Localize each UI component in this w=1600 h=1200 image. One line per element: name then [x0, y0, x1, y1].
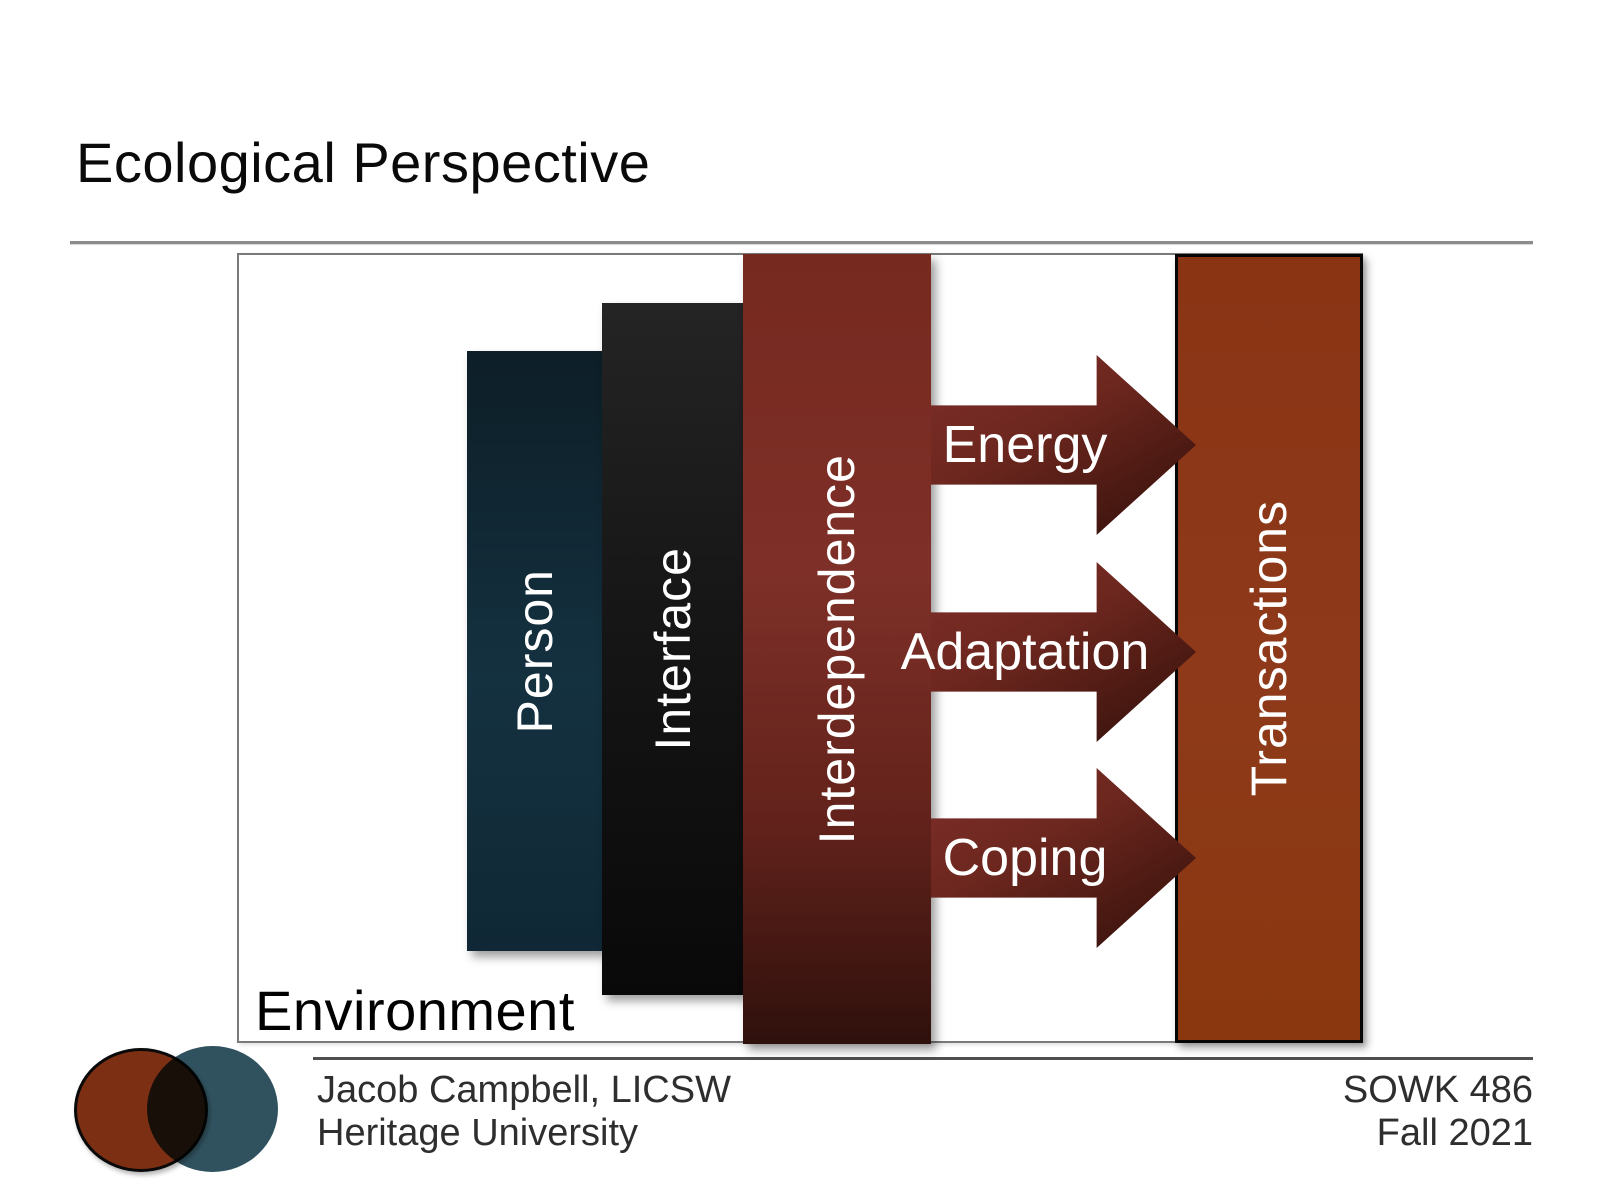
- logo-right-circle-icon: [147, 1046, 278, 1172]
- environment-label: Environment: [255, 979, 575, 1042]
- bar-transactions-label: Transactions: [1241, 500, 1297, 797]
- slide-title: Ecological Perspective: [76, 131, 651, 194]
- arrow-energy-label: Energy: [942, 416, 1108, 474]
- bar-interface-label: Interface: [644, 547, 701, 751]
- footer-term: Fall 2021: [1376, 1112, 1533, 1154]
- logo: [74, 1046, 280, 1174]
- footer-course-block: SOWK 486 Fall 2021: [1033, 1069, 1533, 1155]
- footer-institution: Heritage University: [317, 1112, 638, 1154]
- arrow-coping-label: Coping: [942, 829, 1108, 887]
- footer-author-block: Jacob Campbell, LICSW Heritage Universit…: [317, 1069, 731, 1155]
- bar-transactions: Transactions: [1175, 254, 1363, 1043]
- bar-interdependence: Interdependence: [743, 254, 931, 1044]
- arrow-adaptation-label: Adaptation: [900, 623, 1150, 681]
- bar-interface: Interface: [602, 303, 743, 995]
- bar-interdependence-label: Interdependence: [809, 453, 865, 845]
- bar-person-label: Person: [506, 568, 563, 734]
- footer-course: SOWK 486: [1342, 1069, 1533, 1111]
- footer-author: Jacob Campbell, LICSW: [317, 1069, 731, 1111]
- footer-divider: [313, 1057, 1533, 1060]
- title-divider: [70, 241, 1533, 245]
- bar-person: Person: [467, 351, 602, 951]
